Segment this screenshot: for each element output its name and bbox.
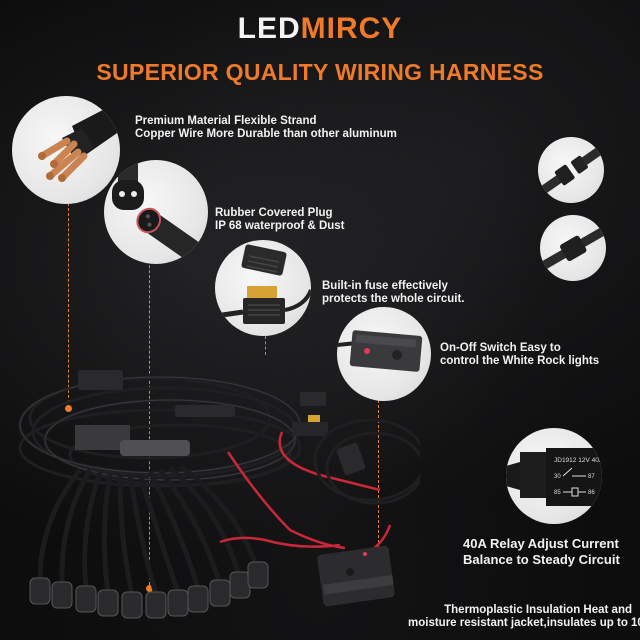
switch-box-icon [337,307,431,401]
svg-text:86: 86 [588,490,595,496]
copper-wire-icon [12,96,120,204]
feature-insulation: Thermoplastic Insulation Heat and moistu… [408,604,640,629]
headline: SUPERIOR QUALITY WIRING HARNESS [96,59,544,85]
svg-text:87: 87 [588,474,595,480]
guide-line-copper [68,203,69,408]
guide-line-plug [149,240,150,585]
feature-copper-wire: Premium Material Flexible Strand Copper … [135,115,397,140]
wiring-harness-icon [18,370,420,619]
guide-line-switch [378,395,379,558]
svg-text:30: 30 [554,474,561,480]
brand-part-led: LED [237,12,301,45]
feature-switch: On-Off Switch Easy to control the White … [440,342,600,367]
feature-fuse: Built-in fuse effectively protects the w… [322,280,465,305]
feature-relay: 40A Relay Adjust Current Balance to Stea… [463,536,620,567]
feature-rubber-plug: Rubber Covered Plug IP 68 waterproof & D… [215,207,345,232]
svg-text:85: 85 [554,490,561,496]
connector-open-icon [538,137,604,203]
relay-model-text: JD1912 12V 40A [554,457,602,464]
guide-dot-copper [65,405,72,412]
rubber-plug-icon [104,160,208,264]
brand-logo: LEDMIRCY [0,12,640,46]
guide-dot-plug [146,585,153,592]
connector-closed-icon [540,215,606,281]
brand-part-mircy: MIRCY [300,12,403,45]
relay-icon: JD1912 12V 40A 30 87 85 86 [506,428,602,524]
guide-line-fuse [265,320,266,355]
fuse-holder-icon [215,240,311,336]
